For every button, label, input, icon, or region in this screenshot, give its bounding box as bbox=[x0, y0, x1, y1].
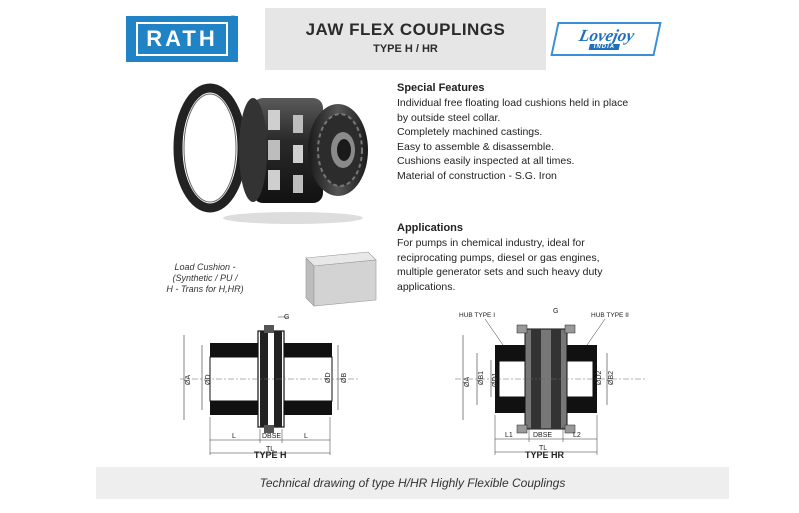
rath-logo: RATH bbox=[126, 16, 238, 62]
dim-b2: ØB2 bbox=[608, 371, 615, 385]
page-title: JAW FLEX COUPLINGS bbox=[305, 20, 506, 39]
dim-g: G bbox=[284, 314, 289, 321]
registered-mark: ® bbox=[230, 14, 236, 23]
dim-d-right: ØD bbox=[325, 373, 332, 384]
dim-g: G bbox=[553, 308, 558, 315]
feature-line: Material of construction - S.G. Iron bbox=[397, 169, 557, 182]
dim-l-left: L bbox=[232, 433, 236, 440]
dim-b1: ØB1 bbox=[478, 371, 485, 385]
feature-line: Individual free floating load cushions h… bbox=[397, 97, 629, 109]
load-cushion-line: Load Cushion - bbox=[174, 262, 236, 272]
dim-l2: L2 bbox=[573, 432, 581, 439]
dim-a: ØA bbox=[464, 377, 471, 387]
lovejoy-logo: Lovejoy INDIA bbox=[550, 22, 662, 56]
dim-tl: TL bbox=[539, 445, 547, 452]
image-caption: Technical drawing of type H/HR Highly Fl… bbox=[96, 467, 729, 499]
feature-line: Completely machined castings. bbox=[397, 126, 543, 138]
feature-line: Easy to assemble & disassemble. bbox=[397, 140, 554, 153]
dim-d2: ØD2 bbox=[596, 371, 603, 386]
application-line: reciprocating pumps, diesel or gas engin… bbox=[397, 251, 600, 264]
dim-tl: TL bbox=[266, 446, 274, 453]
dim-dbse: DBSE bbox=[262, 433, 281, 440]
applications-heading: Applications bbox=[397, 222, 464, 234]
type-hr-label: TYPE HR bbox=[525, 450, 565, 460]
dim-l1: L1 bbox=[505, 432, 513, 439]
application-line: applications. bbox=[397, 280, 456, 293]
application-line: multiple generator sets and such heavy d… bbox=[397, 266, 603, 278]
load-cushion-label: Load Cushion - (Synthetic / PU / H - Tra… bbox=[150, 262, 260, 295]
applications-section: Applications For pumps in chemical indus… bbox=[397, 222, 677, 294]
feature-line: Cushions easily inspected at all times. bbox=[397, 155, 575, 167]
lovejoy-logo-sub: INDIA bbox=[588, 44, 620, 50]
lovejoy-logo-text: Lovejoy bbox=[577, 26, 637, 45]
application-line: For pumps in chemical industry, ideal fo… bbox=[397, 237, 585, 249]
load-cushion-line: (Synthetic / PU / bbox=[172, 273, 238, 283]
load-cushion-image bbox=[305, 251, 377, 307]
coupling-product-image bbox=[173, 83, 368, 224]
dim-d1: ØD1 bbox=[492, 373, 499, 388]
title-box: JAW FLEX COUPLINGS TYPE H / HR bbox=[265, 8, 546, 70]
type-h-label: TYPE H bbox=[254, 450, 287, 460]
dim-l-right: L bbox=[304, 433, 308, 440]
page-subtitle: TYPE H / HR bbox=[373, 43, 438, 55]
drawing-type-hr: HUB TYPE I HUB TYPE II G ØA ØB1 ØD1 ØD2 … bbox=[455, 308, 645, 455]
dim-a: ØA bbox=[185, 375, 192, 385]
hub-type-1-label: HUB TYPE I bbox=[459, 312, 495, 319]
dim-dbse: DBSE bbox=[533, 432, 552, 439]
hub-type-2-label: HUB TYPE II bbox=[591, 312, 629, 319]
dim-b: ØB bbox=[341, 373, 348, 383]
feature-line: by outside steel collar. bbox=[397, 111, 501, 124]
drawing-type-h: G ØA ØD ØD ØB L DBSE L TL bbox=[180, 314, 360, 455]
load-cushion-line: H - Trans for H,HR) bbox=[166, 284, 244, 294]
special-features-heading: Special Features bbox=[397, 82, 485, 94]
dim-d: ØD bbox=[205, 375, 212, 386]
rath-logo-text: RATH bbox=[136, 22, 228, 56]
special-features-section: Special Features Individual free floatin… bbox=[397, 82, 697, 183]
